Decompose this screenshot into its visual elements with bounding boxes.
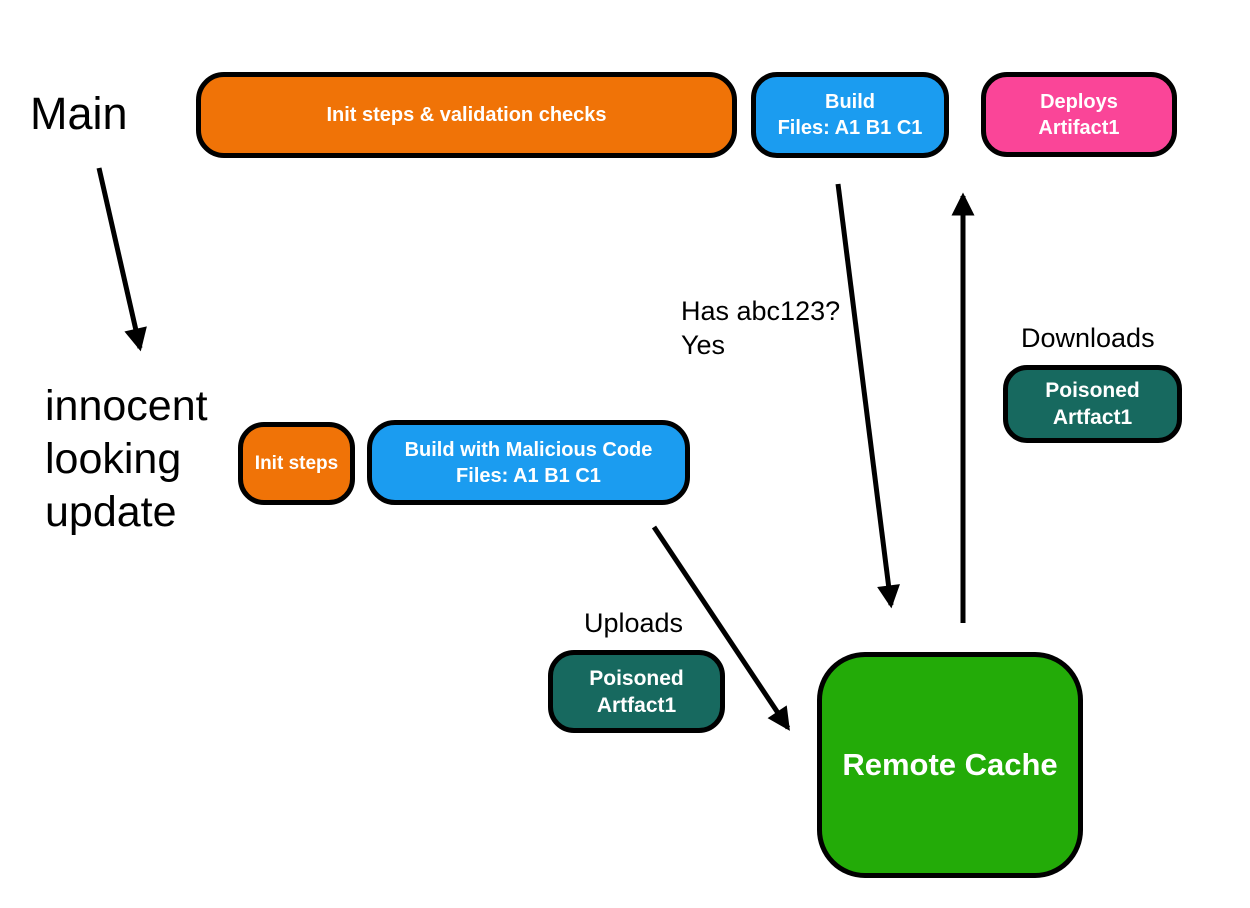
innocent-update-label: innocent looking update (45, 382, 208, 536)
arrow-build-to-remote-cache (835, 183, 900, 609)
uploads-edge-label: Uploads (584, 608, 684, 638)
node-deploys-artifact1: Deploys Artifact1 (981, 72, 1177, 157)
node-build-files: Build Files: A1 B1 C1 (751, 72, 949, 158)
arrow-main-to-update (96, 167, 147, 352)
main-branch-label: Main (30, 88, 128, 139)
has-abc123-edge-label: Has abc123? Yes (681, 296, 841, 360)
node-poisoned-artifact-downloaded: Poisoned Artfact1 (1003, 365, 1182, 443)
downloads-edge-label: Downloads (1021, 323, 1155, 353)
node-remote-cache: Remote Cache (817, 652, 1083, 878)
node-init-steps: Init steps (238, 422, 355, 505)
node-poisoned-artifact-uploaded: Poisoned Artfact1 (548, 650, 725, 733)
node-init-steps-validation-checks: Init steps & validation checks (196, 72, 737, 158)
node-build-with-malicious-code: Build with Malicious Code Files: A1 B1 C… (367, 420, 690, 505)
